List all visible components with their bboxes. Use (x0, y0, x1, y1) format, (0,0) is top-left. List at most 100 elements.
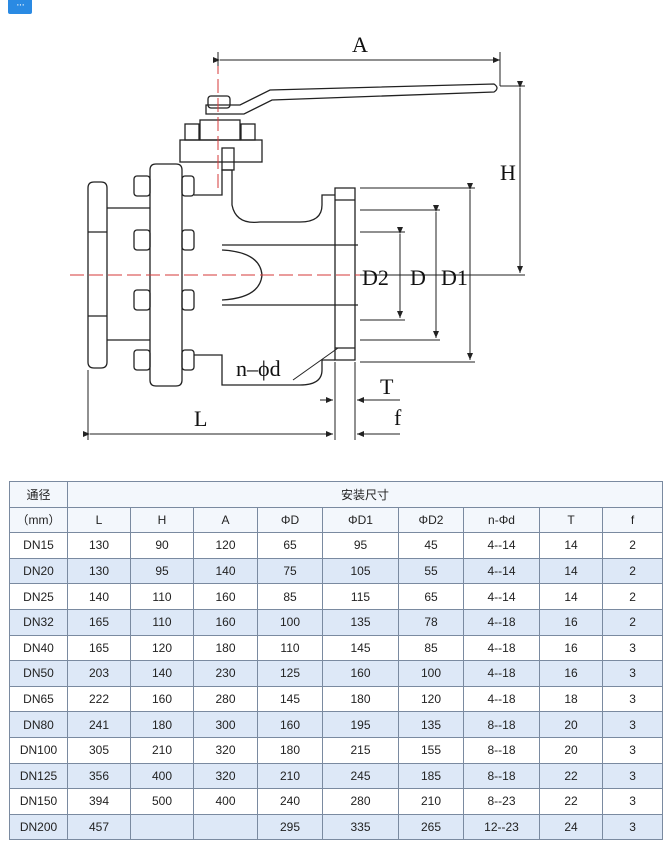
table-cell: 4--18 (463, 608, 540, 636)
column-header: H (130, 506, 194, 534)
dim-label-D2: D2 (362, 265, 389, 290)
column-header: L (67, 506, 131, 534)
header-unit-label: （mm） (9, 506, 68, 534)
table-cell: 90 (130, 532, 194, 559)
row-size-cell: DN20 (9, 557, 68, 585)
column-header: T (539, 506, 603, 534)
column-header: ΦD (257, 506, 323, 534)
table-cell: 3 (601, 660, 664, 687)
table-cell: 4--18 (463, 634, 540, 662)
table-cell: 100 (398, 660, 464, 687)
column-header: n-Φd (463, 506, 540, 534)
table-cell: 85 (257, 583, 323, 610)
dim-label-D: D (410, 265, 426, 290)
table-cell: 210 (130, 736, 194, 764)
table-cell: 105 (322, 557, 399, 585)
table-cell: 115 (322, 583, 399, 610)
table-cell: 195 (322, 711, 399, 738)
table-cell: 280 (322, 788, 399, 815)
table-cell: 4--18 (463, 660, 540, 687)
image-viewer-badge[interactable]: ··· (8, 0, 32, 14)
table-cell: 295 (257, 813, 323, 841)
table-cell: 135 (322, 608, 399, 636)
table-cell: 245 (322, 762, 399, 790)
dim-label-T: T (380, 374, 394, 399)
table-cell: 120 (193, 532, 258, 559)
table-cell: 110 (130, 583, 194, 610)
table-cell: 240 (257, 788, 323, 815)
table-cell: 145 (257, 685, 323, 713)
table-cell: 3 (601, 813, 664, 841)
row-size-cell: DN40 (9, 634, 68, 662)
table-cell: 55 (398, 557, 464, 585)
table-cell: 335 (322, 813, 399, 841)
table-cell: 3 (601, 634, 664, 662)
table-cell: 4--14 (463, 557, 540, 585)
table-cell: 320 (193, 762, 258, 790)
dim-label-A: A (352, 32, 368, 57)
table-cell (193, 813, 258, 841)
table-cell: 180 (130, 711, 194, 738)
table-cell: 135 (398, 711, 464, 738)
table-cell: 160 (193, 608, 258, 636)
table-cell: 110 (257, 634, 323, 662)
table-cell: 95 (322, 532, 399, 559)
table-cell: 210 (257, 762, 323, 790)
table-cell: 203 (67, 660, 131, 687)
table-cell: 180 (193, 634, 258, 662)
table-cell: 180 (322, 685, 399, 713)
table-cell: 356 (67, 762, 131, 790)
row-size-cell: DN32 (9, 608, 68, 636)
table-cell: 18 (539, 685, 603, 713)
table-cell: 160 (130, 685, 194, 713)
table-cell: 14 (539, 557, 603, 585)
dim-label-H: H (500, 160, 516, 185)
table-cell: 100 (257, 608, 323, 636)
row-size-cell: DN65 (9, 685, 68, 713)
table-cell: 210 (398, 788, 464, 815)
table-cell: 140 (130, 660, 194, 687)
table-cell: 14 (539, 583, 603, 610)
table-cell: 12--23 (463, 813, 540, 841)
table-cell: 185 (398, 762, 464, 790)
table-cell: 78 (398, 608, 464, 636)
column-header: ΦD2 (398, 506, 464, 534)
table-cell: 160 (322, 660, 399, 687)
column-header: ΦD1 (322, 506, 399, 534)
table-cell: 65 (398, 583, 464, 610)
row-size-cell: DN100 (9, 736, 68, 764)
header-diameter-label: 通径 (9, 481, 68, 508)
row-size-cell: DN50 (9, 660, 68, 687)
dim-label-f: f (394, 405, 402, 430)
table-cell: 145 (322, 634, 399, 662)
table-header-row: 通径 安装尺寸 (9, 481, 664, 508)
table-cell: 130 (67, 557, 131, 585)
table-cell: 3 (601, 685, 664, 713)
row-size-cell: DN150 (9, 788, 68, 815)
table-cell: 4--14 (463, 583, 540, 610)
table-cell (130, 813, 194, 841)
row-size-cell: DN80 (9, 711, 68, 738)
column-header: A (193, 506, 258, 534)
dim-label-D1: D1 (441, 265, 468, 290)
table-cell: 8--18 (463, 762, 540, 790)
table-cell: 20 (539, 736, 603, 764)
table-cell: 8--18 (463, 736, 540, 764)
table-cell: 65 (257, 532, 323, 559)
table-cell: 22 (539, 762, 603, 790)
table-cell: 457 (67, 813, 131, 841)
header-install-dimensions: 安装尺寸 (66, 481, 664, 508)
table-cell: 130 (67, 532, 131, 559)
table-cell: 3 (601, 762, 664, 790)
table-cell: 16 (539, 660, 603, 687)
table-cell: 215 (322, 736, 399, 764)
table-cell: 160 (193, 583, 258, 610)
